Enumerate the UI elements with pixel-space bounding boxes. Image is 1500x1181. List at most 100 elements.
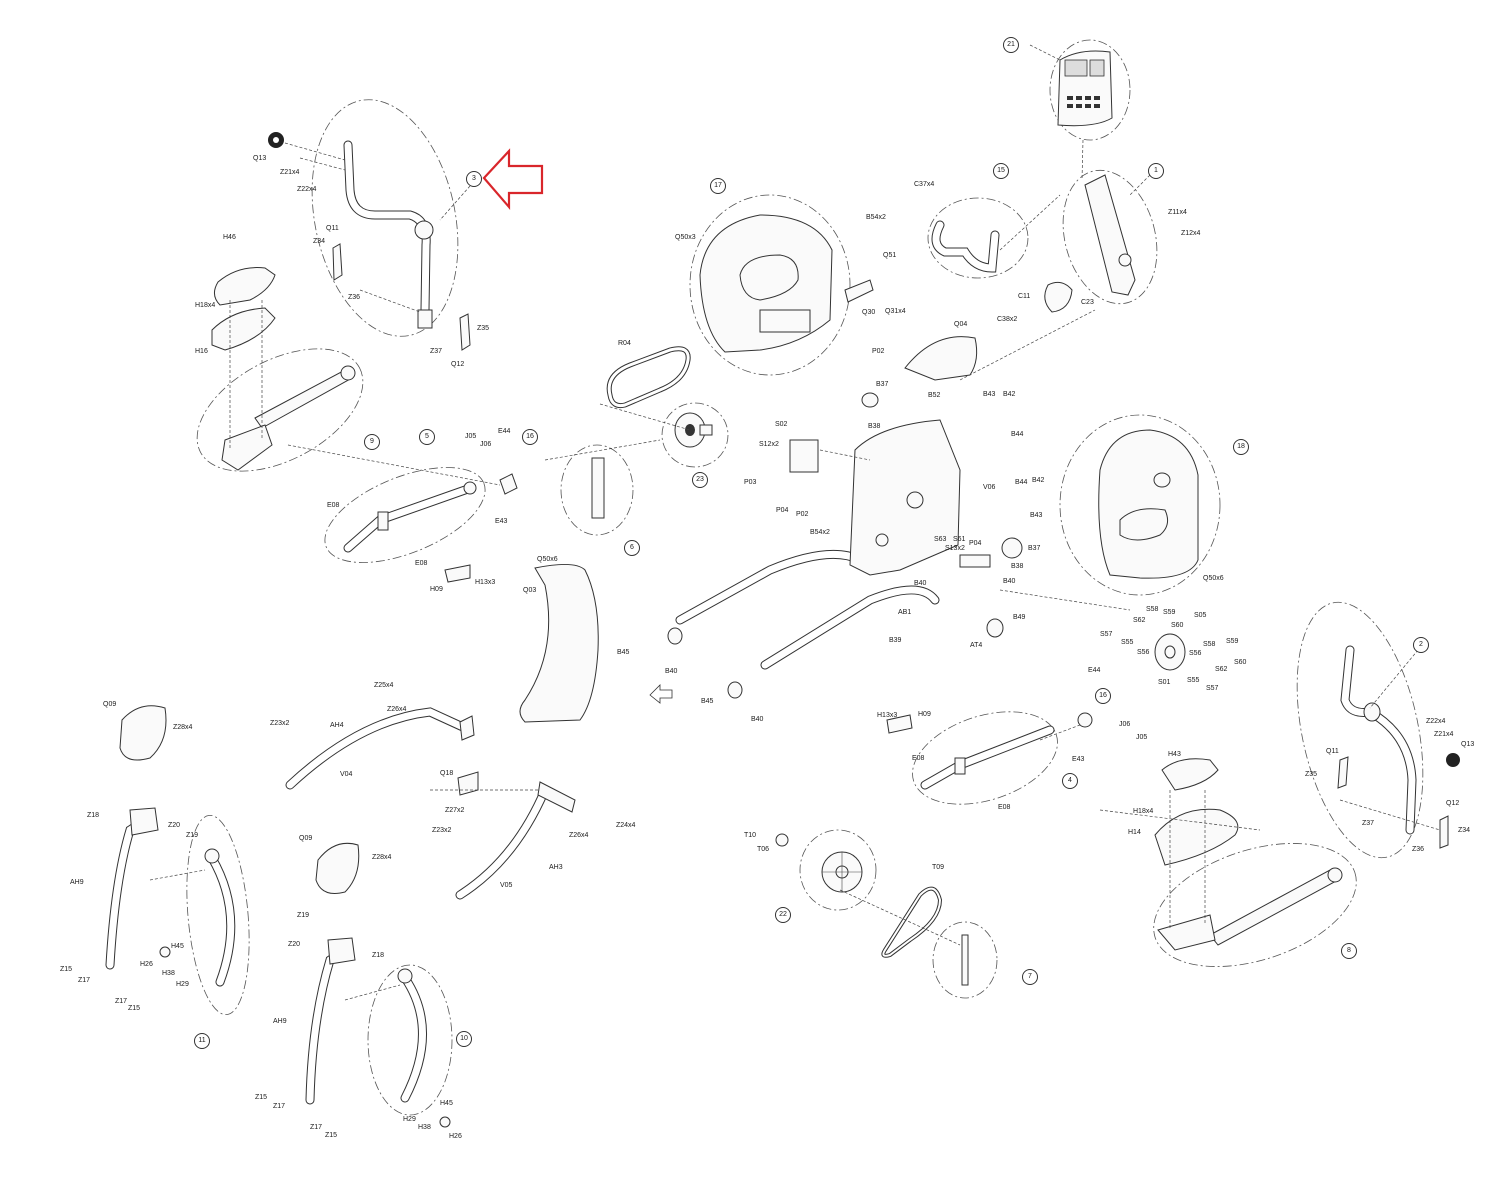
part-label: E08	[327, 502, 340, 509]
part-label: Z21x4	[280, 169, 300, 176]
part-label: C37x4	[914, 181, 935, 188]
part-label: C38x2	[997, 316, 1018, 323]
part-label: H09	[430, 586, 443, 593]
part-label: AH9	[273, 1018, 287, 1025]
part-label: B43	[1030, 512, 1043, 519]
part-label: B38	[868, 423, 881, 430]
part-label: Z20	[288, 941, 301, 948]
part-label: H45	[440, 1100, 453, 1107]
upper-arm-2	[1337, 645, 1460, 849]
part-label: B49	[1013, 614, 1026, 621]
part-label: Q11	[1326, 748, 1339, 755]
part-label: AH4	[330, 722, 344, 729]
part-label: J05	[1136, 734, 1148, 741]
part-label: S01	[1158, 679, 1171, 686]
group-outlines	[186, 39, 1424, 1116]
part-label: Q03	[523, 587, 537, 594]
console-mast-1	[1044, 174, 1136, 313]
part-label: S02	[775, 421, 788, 428]
part-label: H29	[403, 1116, 416, 1123]
part-label: E44	[498, 428, 511, 435]
part-label: Z27x2	[445, 807, 465, 814]
part-label: S56	[1137, 649, 1150, 656]
belt-t09	[881, 886, 969, 986]
part-label: Z17	[115, 998, 128, 1005]
part-label: Z19	[186, 832, 199, 839]
part-label: B44	[1015, 479, 1028, 486]
cover-q04	[904, 336, 978, 381]
bracket-6	[591, 457, 605, 519]
part-label: Z36	[348, 294, 361, 301]
part-label: Z12x4	[1181, 230, 1201, 237]
callout-number: 3	[466, 171, 482, 187]
part-label: Q50x6	[537, 556, 558, 563]
part-label: AH9	[70, 879, 84, 886]
part-label: E43	[495, 518, 508, 525]
part-label: B37	[876, 381, 889, 388]
part-label: S60	[1234, 659, 1247, 666]
part-label: H26	[140, 961, 153, 968]
callout-number: 16	[1095, 688, 1111, 704]
bracket-s02	[789, 439, 819, 473]
callout-number: 22	[775, 907, 791, 923]
part-label: P02	[796, 511, 809, 518]
part-label: B45	[701, 698, 714, 705]
part-label: H29	[176, 981, 189, 988]
part-label: B42	[1032, 477, 1045, 484]
part-label: J06	[1119, 721, 1131, 728]
part-label: C23	[1081, 299, 1094, 306]
part-label: Z25x4	[374, 682, 394, 689]
part-label: S13x2	[945, 545, 965, 552]
part-label: Q11	[326, 225, 339, 232]
part-label: B45	[617, 649, 630, 656]
part-label: J05	[465, 433, 477, 440]
part-label: B52	[928, 392, 941, 399]
part-label: E08	[415, 560, 428, 567]
part-label: Z21x4	[1434, 731, 1454, 738]
arm-assembly-10	[305, 842, 451, 1128]
part-label: H13x3	[877, 712, 898, 719]
part-label: Q50x3	[675, 234, 696, 241]
part-label: P04	[969, 540, 982, 547]
part-label: H45	[171, 943, 184, 950]
part-label: Q09	[103, 701, 117, 708]
part-label: Z15	[60, 966, 73, 973]
part-label: S57	[1206, 685, 1219, 692]
part-label: B38	[1011, 563, 1024, 570]
part-label: Z26x4	[569, 832, 589, 839]
part-label: Z35	[1305, 771, 1318, 778]
console-21	[1057, 50, 1113, 127]
pedal-arm-8	[1154, 758, 1343, 951]
callout-number: 5	[419, 429, 435, 445]
part-label: Q09	[299, 835, 313, 842]
part-label: P04	[776, 507, 789, 514]
part-label: AB1	[898, 609, 912, 616]
part-label: S55	[1187, 677, 1200, 684]
arm-assembly-11	[105, 705, 236, 987]
part-label: H14	[1128, 829, 1141, 836]
part-label: B42	[1003, 391, 1016, 398]
part-label: J06	[480, 441, 492, 448]
part-label: S59	[1226, 638, 1239, 645]
part-label: S60	[1171, 622, 1184, 629]
belt-r04	[606, 346, 691, 408]
part-label: H18x4	[1133, 808, 1154, 815]
part-label: Z34	[313, 238, 326, 245]
part-label: Z17	[273, 1103, 286, 1110]
part-label: E44	[1088, 667, 1101, 674]
part-label: E08	[998, 804, 1011, 811]
part-label: T06	[757, 846, 770, 853]
callout-number: 4	[1062, 773, 1078, 789]
part-label: Q31x4	[885, 308, 906, 315]
shroud-18	[1098, 429, 1199, 579]
callout-number: 6	[624, 540, 640, 556]
part-label: B43	[983, 391, 996, 398]
handlebar-15	[931, 220, 1000, 273]
cover-q03	[519, 564, 599, 723]
callout-number: 17	[710, 178, 726, 194]
pulley-23	[674, 412, 713, 448]
part-label: B40	[914, 580, 927, 587]
pointer-arrow-icon	[482, 148, 544, 210]
part-label: Z23x2	[270, 720, 290, 727]
